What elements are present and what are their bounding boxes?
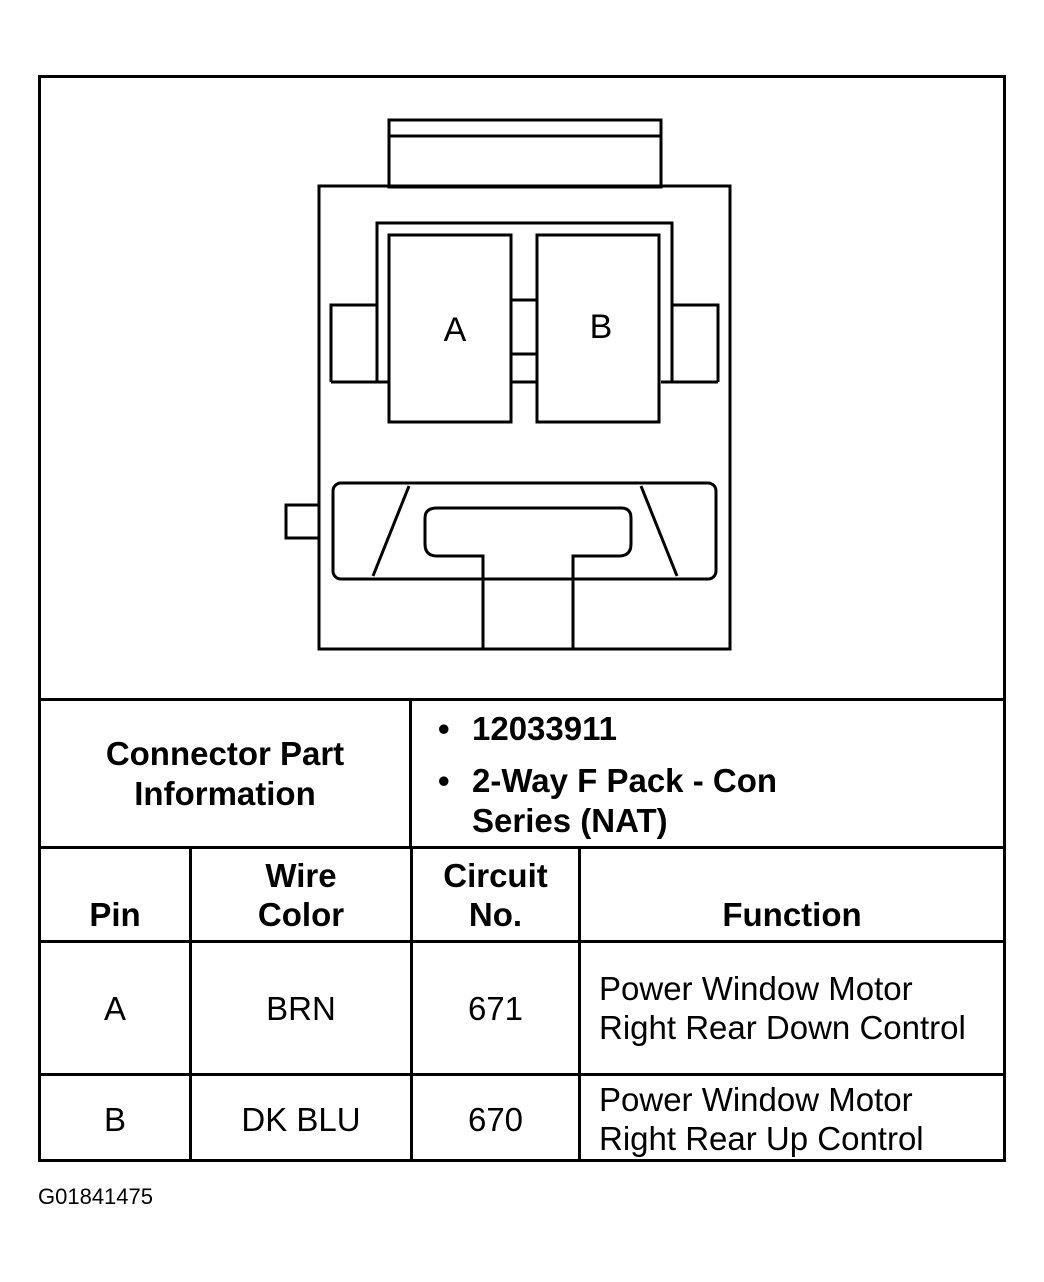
bullet-icon: • [438,710,450,747]
part-info-label-line2: Information [134,774,316,812]
table-row-a-circuit: 671 [467,989,524,1027]
part-number: 12033911 [472,710,618,747]
header-function: Function [722,896,862,933]
table-row-b-wire-color: DK BLU [241,1100,361,1138]
part-info-values: • 12033911 • 2-Way F Pack - Con Series (… [412,701,1003,846]
cavity-label-a: A [444,311,467,349]
connector-side-tab [284,503,321,540]
table-row-a-pin: A [103,989,126,1027]
table-row-a-function: Power Window Motor Right Rear Down Contr… [599,970,966,1046]
key-slot [423,506,633,649]
table-row-b-function: Power Window Motor Right Rear Up Control [599,1081,924,1157]
table-row-a-wire-color: BRN [266,989,336,1027]
part-description: 2-Way F Pack - Con Series (NAT) [472,762,778,839]
part-number-item: • 12033911 [438,709,618,749]
table-row-b-pin: B [103,1100,126,1138]
header-pin: Pin [89,896,141,933]
part-info-row: Connector Part Information • 12033911 • … [41,698,1003,846]
cavity-recess [375,221,674,382]
table-row-b-circuit: 670 [467,1100,524,1138]
connector-sheet: A B Connector Part Information • 1203391… [38,75,1006,1162]
cavity-label-b: B [590,308,613,346]
lock-area [331,481,718,581]
part-description-item: • 2-Way F Pack - Con Series (NAT) [438,761,832,841]
connector-housing [317,184,732,651]
bullet-icon: • [438,762,450,799]
connector-face-diagram: A B [284,118,732,651]
part-info-label-line1: Connector Part [105,734,345,772]
part-info-label: Connector Part Information [41,701,412,846]
connector-latch [387,118,663,189]
figure-code: G01841475 [38,1184,153,1209]
terminal-b [535,233,661,424]
terminal-a [387,233,513,424]
